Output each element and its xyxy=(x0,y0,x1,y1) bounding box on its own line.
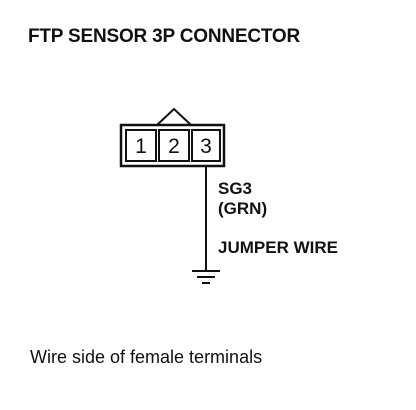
terminal-cell-3 xyxy=(191,129,221,162)
ground-icon xyxy=(192,270,220,284)
terminal-cell-2 xyxy=(158,129,190,162)
pin-number-2: 2 xyxy=(168,135,180,158)
terminal-cell-1 xyxy=(125,129,157,162)
connector-housing xyxy=(119,123,226,168)
connector-lock-tab xyxy=(156,107,192,126)
jumper-wire-label: JUMPER WIRE xyxy=(218,238,338,257)
wire-signal-label: SG3 xyxy=(218,179,253,198)
pin-number-1: 1 xyxy=(135,135,147,158)
pin-number-3: 3 xyxy=(200,135,212,158)
wire-color-label: (GRN) xyxy=(218,199,268,218)
diagram-caption: Wire side of female terminals xyxy=(30,347,263,367)
diagram-title: FTP SENSOR 3P CONNECTOR xyxy=(28,26,301,47)
